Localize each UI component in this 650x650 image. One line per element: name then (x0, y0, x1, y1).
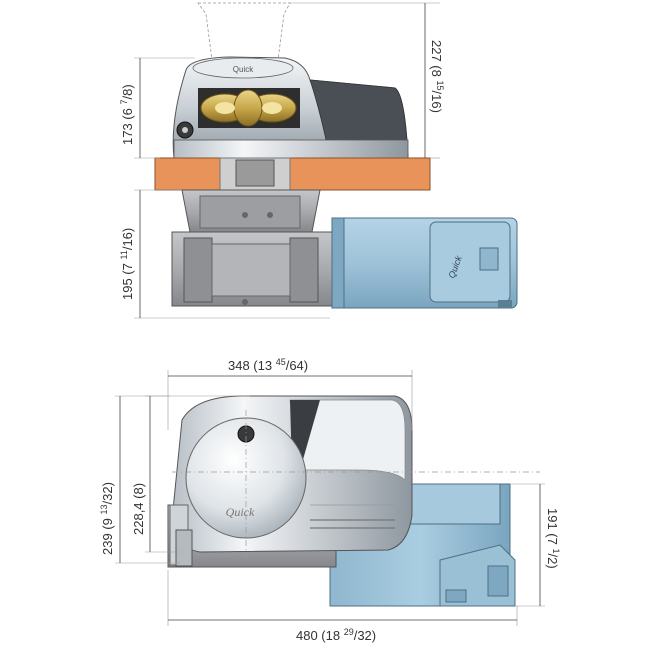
chain-pipe-outline (197, 2, 291, 61)
dim-text-side-above-deck: 173 (6 7/8) (119, 84, 135, 145)
svg-text:191 (7 1/2): 191 (7 1/2) (545, 508, 561, 569)
dim-text-top-width: 348 (13 45/64) (228, 357, 308, 373)
svg-text:480 (18 29/32): 480 (18 29/32) (296, 627, 376, 643)
dim-text-top-depth-inner: 228,4 (8) (131, 483, 146, 535)
top-view: Quick (115, 370, 545, 626)
gypsy-wheel (200, 89, 297, 127)
top-logo-text: Quick (233, 65, 254, 74)
dim-text-top-depth-total: 239 (9 13/32) (99, 482, 115, 555)
svg-text:227 (8 15/16): 227 (8 15/16) (429, 40, 445, 113)
side-view: Quick (134, 2, 518, 319)
motor-side: Quick (331, 217, 518, 309)
dim-text-top-length-total: 480 (18 29/32) (296, 627, 376, 643)
dim-text-side-below-deck: 195 (7 11/16) (119, 228, 135, 300)
svg-text:195 (7 11/16): 195 (7 11/16) (119, 228, 135, 300)
dim-text-top-motor-height: 191 (7 1/2) (545, 508, 561, 569)
svg-text:173 (6 7/8): 173 (6 7/8) (119, 84, 135, 145)
upper-housing: Quick (172, 56, 409, 159)
svg-text:228,4 (8): 228,4 (8) (131, 483, 146, 535)
top-dimensions (115, 370, 545, 626)
drum-logo-text: Quick (226, 505, 255, 519)
dim-text-side-total: 227 (8 15/16) (429, 40, 445, 113)
svg-text:239 (9 13/32): 239 (9 13/32) (99, 482, 115, 555)
side-dimensions (134, 2, 440, 319)
gearbox (171, 189, 333, 307)
svg-text:348 (13 45/64): 348 (13 45/64) (228, 357, 308, 373)
deck-section (154, 157, 431, 191)
